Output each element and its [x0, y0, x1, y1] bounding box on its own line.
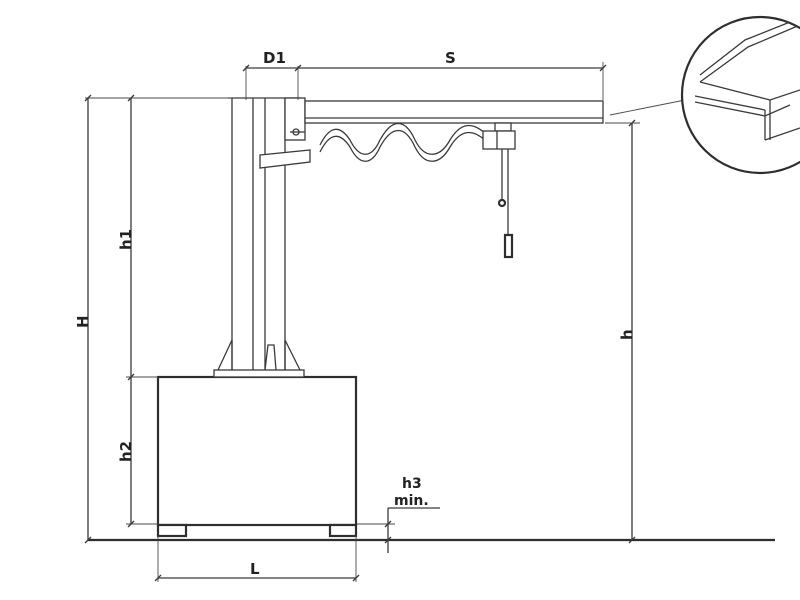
jib-arm: [304, 100, 604, 124]
dim-label-h3: h3: [402, 476, 422, 492]
pillar: [228, 97, 300, 377]
dim-h3: [357, 507, 440, 553]
dim-label-D1: D1: [263, 49, 286, 67]
base-foot-left: [156, 523, 188, 538]
dim-H: [84, 94, 232, 544]
hoist-trolley: [482, 122, 516, 259]
slewing-head: [259, 97, 311, 169]
dim-top: [242, 62, 607, 100]
dim-L: [154, 536, 360, 582]
dim-h2: [126, 377, 158, 528]
detail-profile-circle: [680, 15, 800, 175]
dim-label-min: min.: [394, 493, 429, 509]
dim-label-S: S: [445, 49, 456, 67]
base-foot-right: [328, 523, 358, 538]
base-block: [156, 375, 358, 527]
dim-h: [605, 119, 640, 544]
dim-label-h1: h1: [117, 229, 135, 250]
dim-label-h2: h2: [117, 441, 135, 462]
dim-label-L: L: [250, 560, 260, 578]
dim-label-H: H: [74, 315, 92, 328]
festoon-cable: [319, 122, 491, 162]
dim-label-h: h: [618, 329, 636, 340]
detail-leader: [609, 99, 686, 116]
pillar-base-plate: [213, 339, 305, 378]
